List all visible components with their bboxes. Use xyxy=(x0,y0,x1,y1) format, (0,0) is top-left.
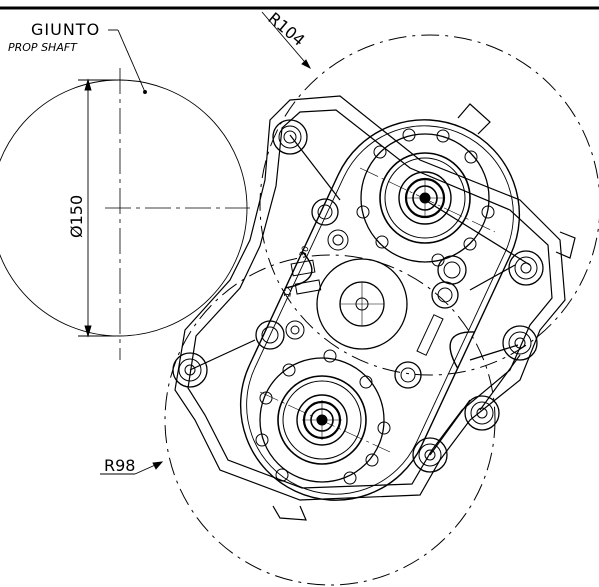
joint-label: GIUNTO xyxy=(31,20,100,39)
envelope-circle-r104 xyxy=(259,34,599,376)
prop-shaft-label: PROP SHAFT xyxy=(8,41,78,54)
gearbox-housing xyxy=(239,119,521,501)
diameter-label: Ø150 xyxy=(67,195,86,238)
mounting-bosses xyxy=(172,119,544,473)
radius-bottom-label: R98 xyxy=(104,456,135,475)
prop-shaft-envelope xyxy=(0,68,250,360)
housing-tabs xyxy=(272,103,576,521)
lower-output-flange xyxy=(255,349,391,485)
mounting-frame xyxy=(174,95,566,501)
small-dimension-a: 30 xyxy=(298,245,311,259)
diameter-dimension xyxy=(78,78,116,338)
joint-leader xyxy=(108,29,147,94)
r98-leader xyxy=(100,461,164,475)
upper-output-flange xyxy=(356,128,496,267)
radius-top-label: R104 xyxy=(264,9,308,50)
r104-leader xyxy=(261,11,312,70)
small-dimension-b: 12 xyxy=(283,286,295,299)
envelope-circle-r98 xyxy=(164,254,496,586)
input-shaft-bearing xyxy=(290,258,444,356)
